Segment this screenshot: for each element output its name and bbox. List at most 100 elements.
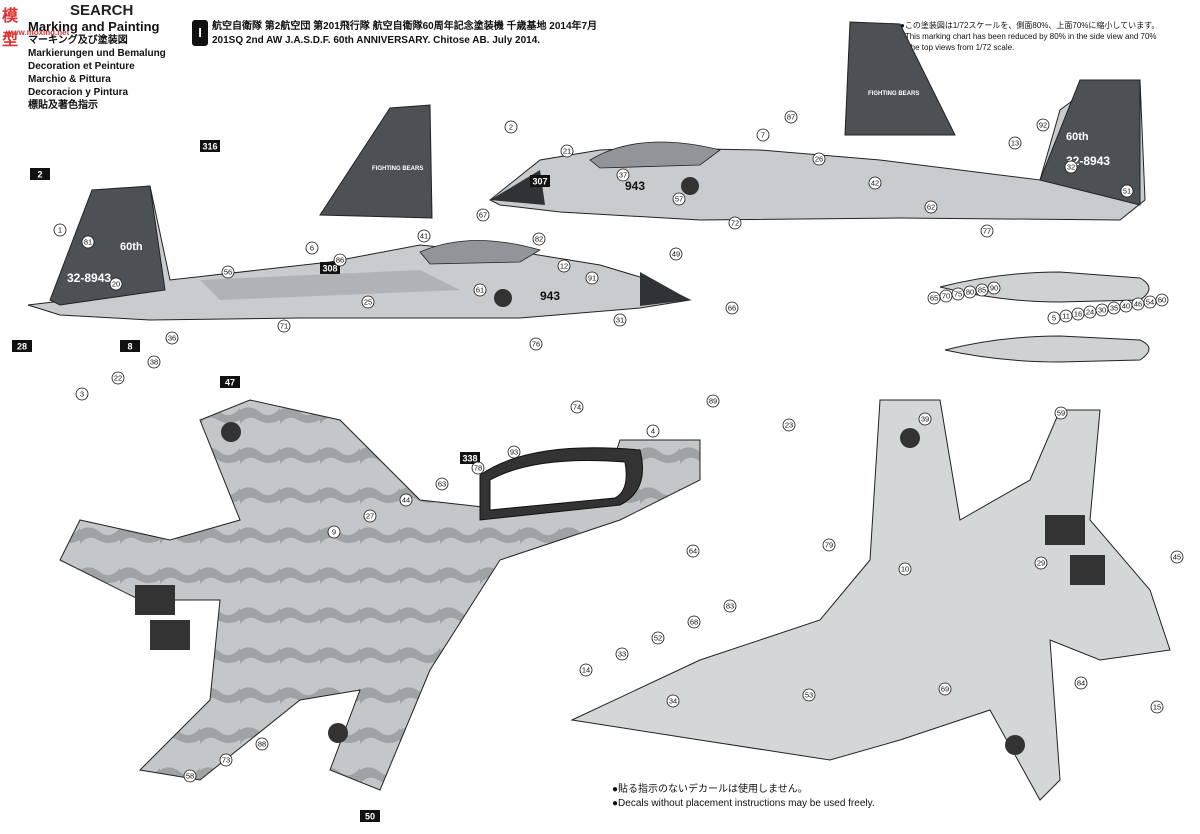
title-jp: マーキング及び塗装図 bbox=[28, 35, 128, 46]
decal-callout-60: 60 bbox=[1155, 293, 1169, 307]
side-number-right: 943 bbox=[625, 179, 645, 193]
decal-callout-64: 64 bbox=[686, 544, 700, 558]
svg-text:36: 36 bbox=[168, 334, 176, 343]
svg-text:53: 53 bbox=[805, 691, 813, 700]
squadron-fin-2: FIGHTING BEARS bbox=[868, 91, 919, 97]
svg-text:16: 16 bbox=[1074, 310, 1082, 319]
anniversary-right: 60th bbox=[1066, 131, 1089, 143]
decal-callout-22: 22 bbox=[111, 371, 125, 385]
decal-callout-71: 71 bbox=[277, 319, 291, 333]
color-callout-316: 316 bbox=[200, 140, 220, 152]
svg-text:5: 5 bbox=[1052, 314, 1056, 323]
decal-callout-84: 84 bbox=[1074, 676, 1088, 690]
svg-text:9: 9 bbox=[332, 528, 336, 537]
decal-callout-45: 45 bbox=[1170, 550, 1184, 564]
scale-note-en-1: ●This marking chart has been reduced by … bbox=[900, 32, 1157, 41]
svg-text:31: 31 bbox=[616, 316, 624, 325]
scheme-en: 201SQ 2nd AW J.A.S.D.F. 60th ANNIVERSARY… bbox=[212, 35, 541, 46]
svg-text:80: 80 bbox=[966, 288, 974, 297]
decal-callout-66: 66 bbox=[725, 301, 739, 315]
footer-note: ●貼る指示のないデカールは使用しません。 ●Decals without pla… bbox=[612, 783, 875, 811]
decal-callout-7: 7 bbox=[756, 128, 770, 142]
decal-callout-9: 9 bbox=[327, 525, 341, 539]
svg-text:38: 38 bbox=[150, 358, 158, 367]
decal-callout-13: 13 bbox=[1008, 136, 1022, 150]
svg-text:2: 2 bbox=[37, 170, 42, 180]
fin-detail-2 bbox=[844, 21, 956, 136]
canopy-left bbox=[419, 240, 541, 265]
svg-text:32: 32 bbox=[1067, 163, 1075, 172]
title-es: Decoracion y Pintura bbox=[28, 87, 129, 98]
decal-callout-63: 63 bbox=[435, 477, 449, 491]
decal-callout-69: 69 bbox=[938, 682, 952, 696]
svg-text:3: 3 bbox=[80, 390, 84, 399]
color-callout-338: 338 bbox=[460, 452, 480, 464]
svg-text:57: 57 bbox=[675, 195, 683, 204]
scale-note-jp: ●この塗装図は1/72スケールを、側面80%、上面70%に縮小しています。 bbox=[900, 21, 1160, 30]
svg-text:60: 60 bbox=[1158, 296, 1166, 305]
decal-callout-31: 31 bbox=[613, 313, 627, 327]
title-zh: 標貼及著色指示 bbox=[28, 100, 98, 111]
svg-text:10: 10 bbox=[901, 565, 909, 574]
tail-number-left: 32-8943 bbox=[67, 271, 111, 285]
title-it: Marchio & Pittura bbox=[28, 74, 111, 85]
svg-text:29: 29 bbox=[1037, 559, 1045, 568]
svg-text:92: 92 bbox=[1039, 121, 1047, 130]
decal-callout-6: 6 bbox=[305, 241, 319, 255]
svg-text:65: 65 bbox=[930, 294, 938, 303]
decal-callout-79: 79 bbox=[822, 538, 836, 552]
color-callout-28: 28 bbox=[12, 340, 32, 352]
decal-callout-14: 14 bbox=[579, 663, 593, 677]
svg-text:4: 4 bbox=[651, 427, 655, 436]
decal-callout-32: 32 bbox=[1064, 160, 1078, 174]
svg-text:316: 316 bbox=[202, 142, 217, 152]
decal-callout-65: 65 bbox=[927, 291, 941, 305]
svg-text:73: 73 bbox=[222, 756, 230, 765]
hinomaru-bottom-2 bbox=[1005, 735, 1025, 755]
decal-callout-92: 92 bbox=[1036, 118, 1050, 132]
decal-callout-83: 83 bbox=[723, 599, 737, 613]
decal-callout-42: 42 bbox=[868, 176, 882, 190]
svg-text:77: 77 bbox=[983, 227, 991, 236]
title-fr: Decoration et Peinture bbox=[28, 61, 135, 72]
svg-text:34: 34 bbox=[669, 697, 677, 706]
decal-callout-88: 88 bbox=[255, 737, 269, 751]
hinomaru-left bbox=[494, 289, 512, 307]
decal-callout-11: 11 bbox=[1059, 309, 1073, 323]
svg-text:46: 46 bbox=[1134, 300, 1142, 309]
decal-callout-1: 1 bbox=[53, 223, 67, 237]
decal-callout-51: 51 bbox=[1120, 184, 1134, 198]
decal-callout-20: 20 bbox=[109, 277, 123, 291]
decal-callout-30: 30 bbox=[1095, 303, 1109, 317]
decal-callout-91: 91 bbox=[585, 271, 599, 285]
svg-text:8: 8 bbox=[127, 342, 132, 352]
decal-callout-58: 58 bbox=[183, 769, 197, 783]
footer-jp: ●貼る指示のないデカールは使用しません。 bbox=[612, 784, 808, 795]
svg-text:86: 86 bbox=[336, 256, 344, 265]
decal-callout-25: 25 bbox=[361, 295, 375, 309]
svg-text:6: 6 bbox=[310, 244, 314, 253]
svg-text:50: 50 bbox=[365, 812, 375, 822]
color-callout-307: 307 bbox=[530, 175, 550, 187]
svg-text:52: 52 bbox=[654, 634, 662, 643]
svg-text:61: 61 bbox=[476, 286, 484, 295]
color-callout-2: 2 bbox=[30, 168, 50, 180]
svg-text:87: 87 bbox=[787, 113, 795, 122]
svg-text:69: 69 bbox=[941, 685, 949, 694]
svg-text:66: 66 bbox=[728, 304, 736, 313]
decal-callout-35: 35 bbox=[1107, 301, 1121, 315]
svg-text:68: 68 bbox=[690, 618, 698, 627]
decal-callout-74: 74 bbox=[570, 400, 584, 414]
watermark-search: SEARCH bbox=[70, 2, 134, 19]
svg-text:85: 85 bbox=[978, 286, 986, 295]
drop-tank-1 bbox=[939, 271, 1150, 303]
scale-note: ●この塗装図は1/72スケールを、側面80%、上面70%に縮小しています。 ●T… bbox=[900, 20, 1159, 53]
footer-en: ●Decals without placement instructions m… bbox=[612, 798, 875, 809]
decal-callout-70: 70 bbox=[939, 289, 953, 303]
svg-text:338: 338 bbox=[462, 454, 477, 464]
svg-text:2: 2 bbox=[509, 123, 513, 132]
decal-callout-27: 27 bbox=[363, 509, 377, 523]
svg-text:307: 307 bbox=[532, 177, 547, 187]
